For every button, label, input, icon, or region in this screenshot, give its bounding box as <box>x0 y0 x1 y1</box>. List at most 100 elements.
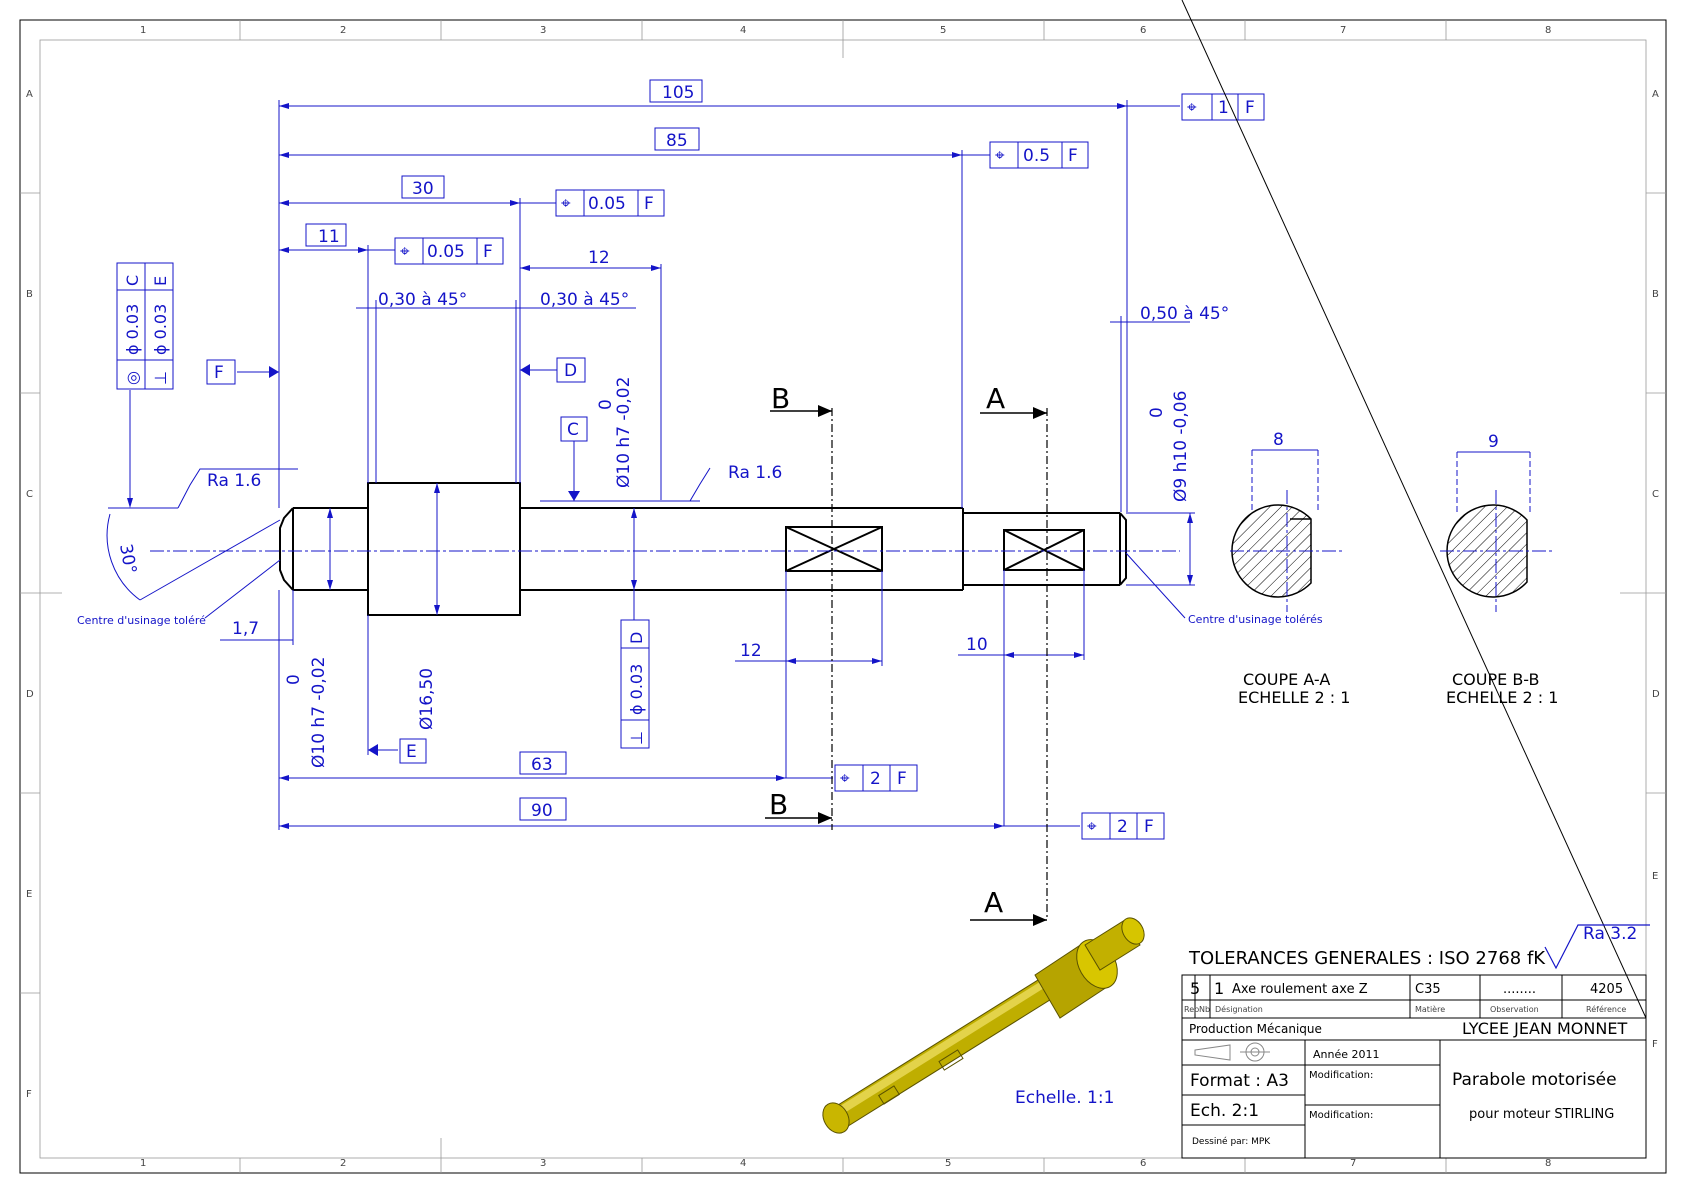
note-echelle: Echelle. 1:1 <box>1015 1088 1114 1108</box>
tol-mid-value: ϕ 0.03 <box>627 664 646 715</box>
tol-105-datum: F <box>1245 98 1255 118</box>
tol-30-symbol: ⌖ <box>561 194 571 214</box>
dim-1-7: 1,7 <box>232 619 259 639</box>
sheet-frame <box>19 19 1667 1174</box>
roughness-general: Ra 3.2 <box>1583 924 1637 944</box>
section-A-view <box>1230 449 1345 612</box>
dim-63: 63 <box>531 755 553 775</box>
tb-production: Production Mécanique <box>1189 1022 1322 1036</box>
dim-90: 90 <box>531 801 553 821</box>
tol-conc-symbol: ◎ <box>123 371 142 385</box>
tol-63-value: 2 <box>870 769 881 789</box>
row-label: D <box>26 689 34 700</box>
row-label: A <box>1652 89 1659 100</box>
dim-105: 105 <box>662 83 694 103</box>
dim-dia-9: Ø9 h10 -0,06 <box>1171 391 1191 502</box>
section-label-B-top: B <box>771 382 790 415</box>
dim-dia-16: Ø16,50 <box>417 668 437 730</box>
tb-title-2: pour moteur STIRLING <box>1469 1107 1614 1122</box>
tol-11-datum: F <box>483 242 493 262</box>
section-labels: B B A A <box>769 382 1005 919</box>
dim-12-top: 12 <box>588 248 610 268</box>
tb-title-1: Parabole motorisée <box>1452 1070 1617 1090</box>
col-label: 1 <box>140 25 146 36</box>
col-label: 5 <box>940 25 946 36</box>
tol-30-value: 0.05 <box>588 194 626 214</box>
tol-30-datum: F <box>644 194 654 214</box>
datum-E: E <box>406 742 417 762</box>
dim-dia-9-upper: 0 <box>1147 407 1167 418</box>
tb-h-rep: Rep <box>1184 1005 1199 1014</box>
tol-perp-value: ϕ 0.03 <box>151 304 170 355</box>
tol-conc-datum: C <box>123 275 142 286</box>
note-centre-left: Centre d'usinage toléré <box>77 614 206 627</box>
roughness-2: Ra 1.6 <box>728 463 782 483</box>
dim-dia-10-left-upper: 0 <box>284 674 304 685</box>
tb-h-observation: Observation <box>1490 1005 1539 1014</box>
tol-105-value: 1 <box>1218 98 1229 118</box>
col-label: 4 <box>740 1158 746 1169</box>
dim-30: 30 <box>412 179 434 199</box>
dim-angle-30: 30° <box>115 542 140 575</box>
tol-105-symbol: ⌖ <box>1187 98 1197 118</box>
tb-modification-1: Modification: <box>1309 1070 1373 1081</box>
tol-85-value: 0.5 <box>1023 146 1050 166</box>
tb-h-reference: Référence <box>1586 1004 1626 1014</box>
tb-school: LYCEE JEAN MONNET <box>1462 1019 1627 1038</box>
dimension-texts: 105 85 30 11 12 63 90 12 10 1,7 8 9 Ø16,… <box>115 79 1499 821</box>
general-tolerances: TOLERANCES GENERALES : ISO 2768 fK <box>1188 948 1546 969</box>
section-arrows <box>818 405 1047 926</box>
section-B-scale: ECHELLE 2 : 1 <box>1446 688 1558 707</box>
tol-85-datum: F <box>1068 146 1078 166</box>
tb-ech: Ech. 2:1 <box>1190 1101 1259 1121</box>
tol-conc-value: ϕ 0.03 <box>123 304 142 355</box>
row-label: E <box>26 889 32 900</box>
section-B-view <box>1440 451 1555 612</box>
tol-63-datum: F <box>897 769 907 789</box>
tol-perp-symbol: ⊥ <box>151 371 170 385</box>
tb-observation: ........ <box>1503 982 1536 997</box>
tb-designation: Axe roulement axe Z <box>1232 982 1368 997</box>
col-label: 6 <box>1140 25 1146 36</box>
tb-h-matiere: Matière <box>1415 1004 1445 1014</box>
col-label: 2 <box>340 1158 346 1169</box>
tol-perp-datum: E <box>151 276 170 286</box>
col-label: 8 <box>1545 25 1551 36</box>
col-label: 7 <box>1340 25 1346 36</box>
col-label: 2 <box>340 25 346 36</box>
tb-nb: 1 <box>1214 979 1224 998</box>
tol-90-datum: F <box>1144 817 1154 837</box>
col-label: 4 <box>740 25 746 36</box>
col-label: 8 <box>1545 1158 1551 1169</box>
tol-mid-symbol: ⊥ <box>627 731 646 745</box>
section-label-A-bottom: A <box>984 886 1003 919</box>
note-centre-right: Centre d'usinage tolérés <box>1188 613 1323 626</box>
dim-dia-10-mid: Ø10 h7 -0,02 <box>614 377 634 488</box>
dim-8: 8 <box>1273 430 1284 450</box>
dimension-arrows <box>127 103 1193 829</box>
tb-modification-2: Modification: <box>1309 1110 1373 1121</box>
tol-90-symbol: ⌖ <box>1087 817 1097 837</box>
dim-12-bottom: 12 <box>740 641 762 661</box>
tb-matiere: C35 <box>1415 982 1441 997</box>
row-label: C <box>1652 489 1659 500</box>
col-label: 6 <box>1140 1158 1146 1169</box>
chamfer-1: 0,30 à 45° <box>378 290 467 310</box>
col-label: 1 <box>140 1158 146 1169</box>
col-label: 3 <box>540 1158 546 1169</box>
dim-11: 11 <box>318 227 340 247</box>
isometric-part <box>822 917 1145 1134</box>
row-label: E <box>1652 871 1658 882</box>
grid-labels: 1 2 3 4 5 6 7 8 1 2 3 4 5 6 7 8 A B C D … <box>26 25 1660 1169</box>
title-block <box>1181 0 1650 1159</box>
tolerance-frames: ⌖ 1 F ⌖ 0.5 F ⌖ 0.05 F ⌖ 0.05 F ⌖ 2 F ⌖ … <box>394 93 1265 840</box>
dim-85: 85 <box>666 131 688 151</box>
row-label: D <box>1652 689 1660 700</box>
row-label: B <box>26 289 33 300</box>
col-label: 3 <box>540 25 546 36</box>
shaft-outline <box>279 482 1127 616</box>
tol-11-value: 0.05 <box>427 242 465 262</box>
section-captions: COUPE A-A ECHELLE 2 : 1 COUPE B-B ECHELL… <box>1238 670 1558 707</box>
dim-dia-10-left: Ø10 h7 -0,02 <box>309 657 329 768</box>
